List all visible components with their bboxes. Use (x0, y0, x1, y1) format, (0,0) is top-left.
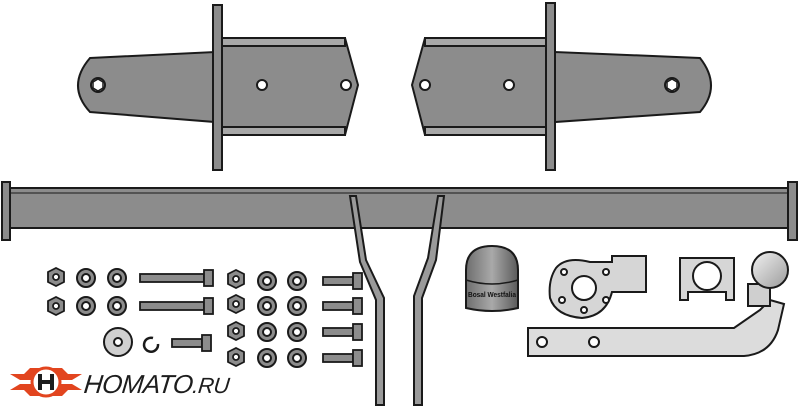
socket-brand-label: Bosal Westfalia (468, 292, 516, 299)
homato-logo: HOMATO.RU (6, 360, 236, 404)
hardware-washers (76, 268, 307, 368)
left-mounting-bracket (77, 4, 360, 171)
socket-cap: Bosal Westfalia (465, 244, 519, 312)
support-struts (348, 195, 446, 406)
logo-text: HOMATO.RU (82, 369, 231, 401)
socket-plate (548, 255, 647, 320)
logo-brand: HOMATO (82, 369, 195, 399)
socket-bracket (679, 257, 735, 301)
hardware-nuts (47, 266, 245, 368)
right-mounting-bracket (410, 2, 712, 171)
logo-emblem-icon (10, 366, 82, 398)
logo-domain: .RU (191, 373, 231, 398)
cross-beam (1, 181, 798, 241)
tow-ball-neck (527, 251, 789, 357)
hardware-bolts (139, 269, 363, 367)
